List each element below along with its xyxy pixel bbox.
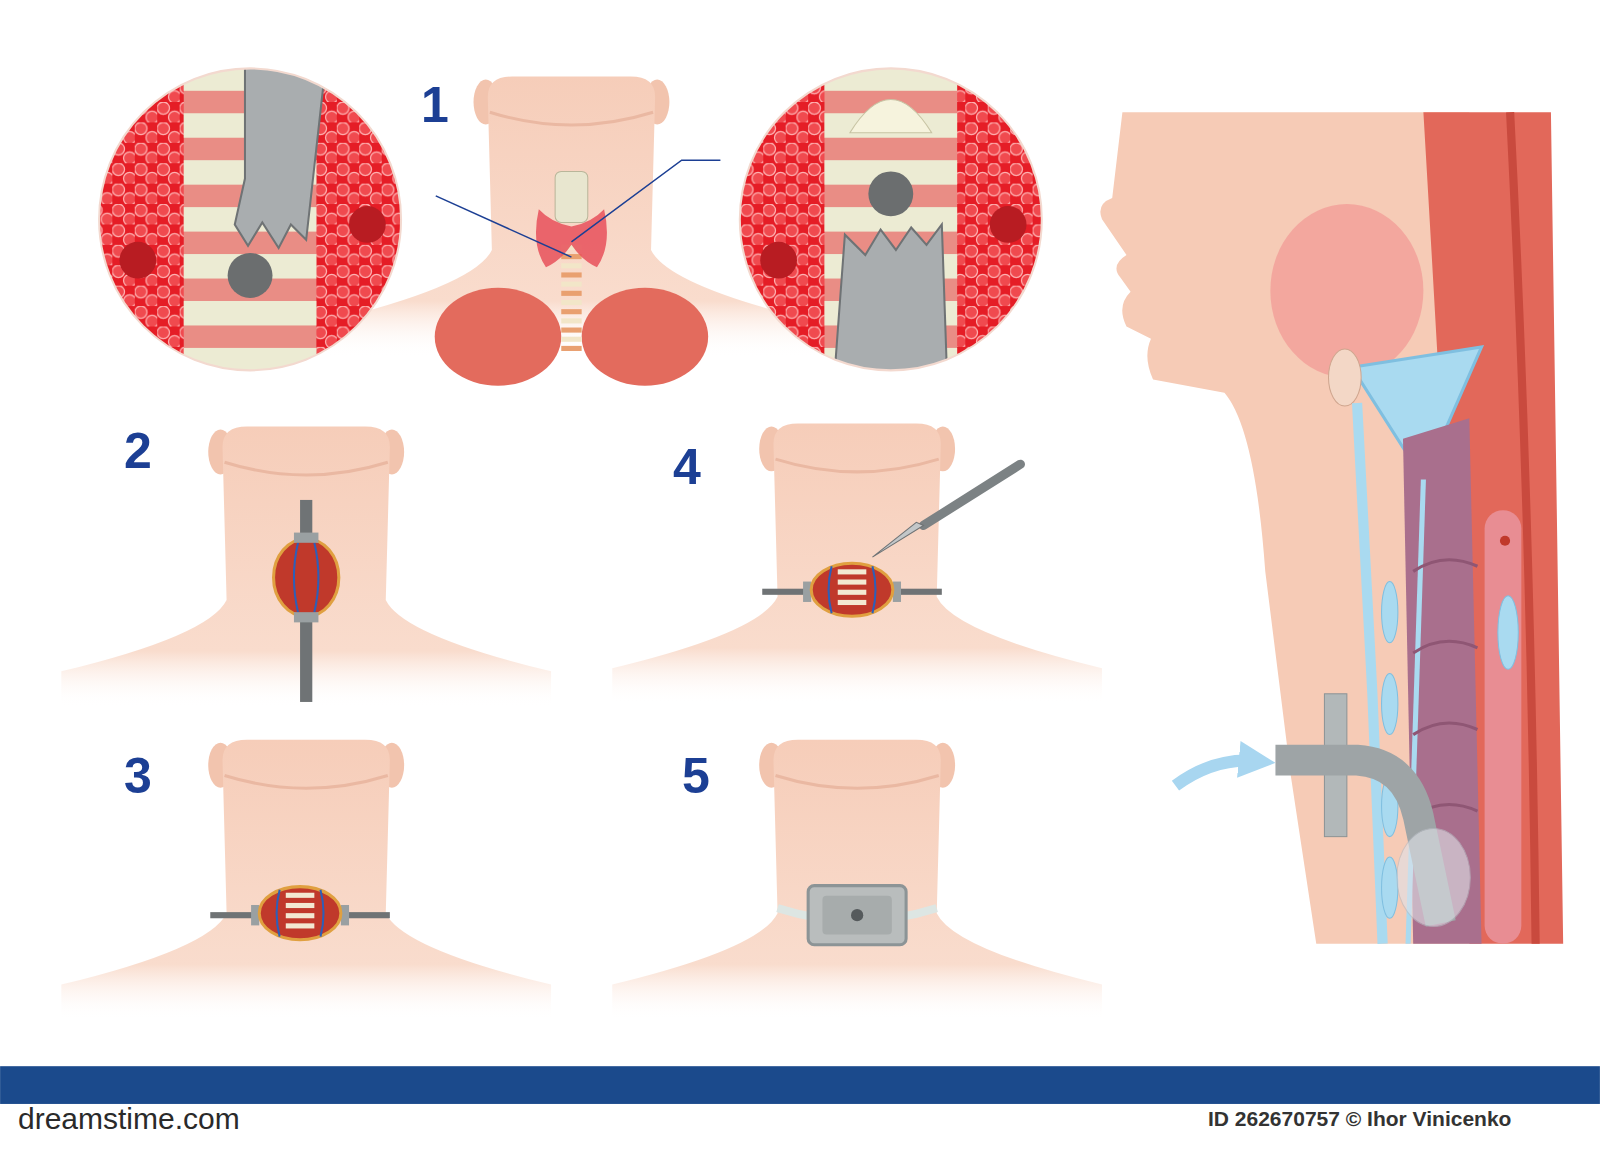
trachea-ring: [561, 318, 581, 323]
neck-skin: [61, 740, 551, 1021]
magnified-view: [97, 56, 403, 382]
step-number: 1: [421, 80, 449, 130]
cartilage: [850, 99, 932, 132]
neck-strap: [778, 908, 937, 921]
trachea-ring: [561, 282, 581, 287]
instrument: [235, 56, 327, 248]
instrument: [835, 224, 947, 372]
credit-line: ID 262670757 © Ihor Vinicenko: [1208, 1108, 1511, 1129]
trachea-fold: [1413, 641, 1477, 653]
chin-shade: [776, 775, 939, 788]
vessel: [294, 543, 298, 612]
trachea-ring: [561, 272, 581, 277]
step-number: 3: [124, 751, 152, 801]
nodule: [760, 242, 797, 279]
incision: [274, 539, 339, 617]
magnifier-rim: [99, 68, 401, 370]
chin-shade: [776, 459, 939, 472]
scalpel-handle: [923, 464, 1020, 525]
trachea-ring: [838, 590, 867, 595]
larynx: [555, 171, 588, 222]
vessel: [872, 566, 875, 613]
retractor-hook: [294, 533, 318, 543]
tube-opening: [851, 909, 863, 921]
lung: [582, 288, 709, 386]
thyroid-tissue: [738, 66, 1044, 372]
stoma: [228, 253, 273, 298]
oesophagus: [1485, 510, 1522, 944]
magnified-view: [738, 56, 1044, 382]
scalpel-blade: [872, 522, 923, 557]
footer-band: [0, 1066, 1600, 1104]
thyroid: [536, 209, 607, 267]
leader-line: [571, 160, 720, 242]
vessel: [829, 566, 832, 613]
trachea-ring: [561, 328, 581, 333]
sagittal-view: [1100, 112, 1563, 944]
trachea: [824, 56, 957, 382]
trachea-ring: [286, 903, 315, 908]
incision: [259, 887, 341, 940]
cartilage: [1382, 673, 1398, 734]
hyoid: [1329, 349, 1362, 406]
chin-shade: [225, 462, 388, 475]
trachea-ring: [561, 263, 581, 268]
vessel: [320, 890, 323, 937]
trachea-ring: [838, 580, 867, 585]
incision: [811, 563, 893, 616]
cartilage: [1382, 582, 1398, 643]
leader-line: [436, 196, 572, 257]
neck-skin: [61, 426, 551, 707]
nodule: [990, 206, 1027, 243]
retractor-hook: [294, 612, 318, 622]
step-number: 2: [124, 426, 152, 476]
tracheostomy-plate: [808, 886, 906, 945]
trachea-ring: [286, 893, 315, 898]
magnifier-rim: [740, 68, 1042, 370]
vessel: [314, 543, 318, 612]
step-number: 4: [673, 442, 701, 492]
trachea-ring: [561, 309, 581, 314]
neck-figure: [612, 740, 1102, 1021]
step-number: 5: [682, 751, 710, 801]
trachea-ring: [561, 300, 581, 305]
watermark: dreamstime.com: [18, 1104, 240, 1134]
trachea-ring: [184, 301, 317, 325]
trachea-ring: [184, 348, 317, 372]
neck-figure: [61, 740, 551, 1021]
vessel: [277, 890, 280, 937]
trachea-ring: [561, 346, 581, 351]
vessel-dot: [1500, 536, 1510, 546]
trachea-ring: [286, 923, 315, 928]
trachea-ring: [286, 913, 315, 918]
nodule: [119, 242, 156, 279]
nodule: [349, 206, 386, 243]
trachea-ring: [838, 569, 867, 574]
trachea-fold: [1413, 560, 1477, 572]
lung: [435, 288, 562, 386]
airway-wall: [1357, 403, 1383, 944]
plate-inner: [822, 896, 891, 935]
neck-skin: [612, 740, 1102, 1021]
trachea-ring: [561, 291, 581, 296]
neck-figure: [612, 423, 1102, 704]
trachea-ring: [824, 66, 957, 90]
stoma: [868, 171, 913, 216]
trachea-ring: [838, 600, 867, 605]
trachea-fold: [1413, 723, 1477, 735]
neck-figure: [61, 426, 551, 707]
tube-cuff: [1397, 828, 1470, 926]
airflow-arrow: [1175, 761, 1257, 786]
chin-shade: [225, 775, 388, 788]
cartilage: [1498, 596, 1518, 669]
trachea-ring: [561, 337, 581, 342]
neck-skin: [612, 423, 1102, 704]
chin-shade: [490, 112, 653, 125]
cartilage: [1382, 857, 1398, 918]
